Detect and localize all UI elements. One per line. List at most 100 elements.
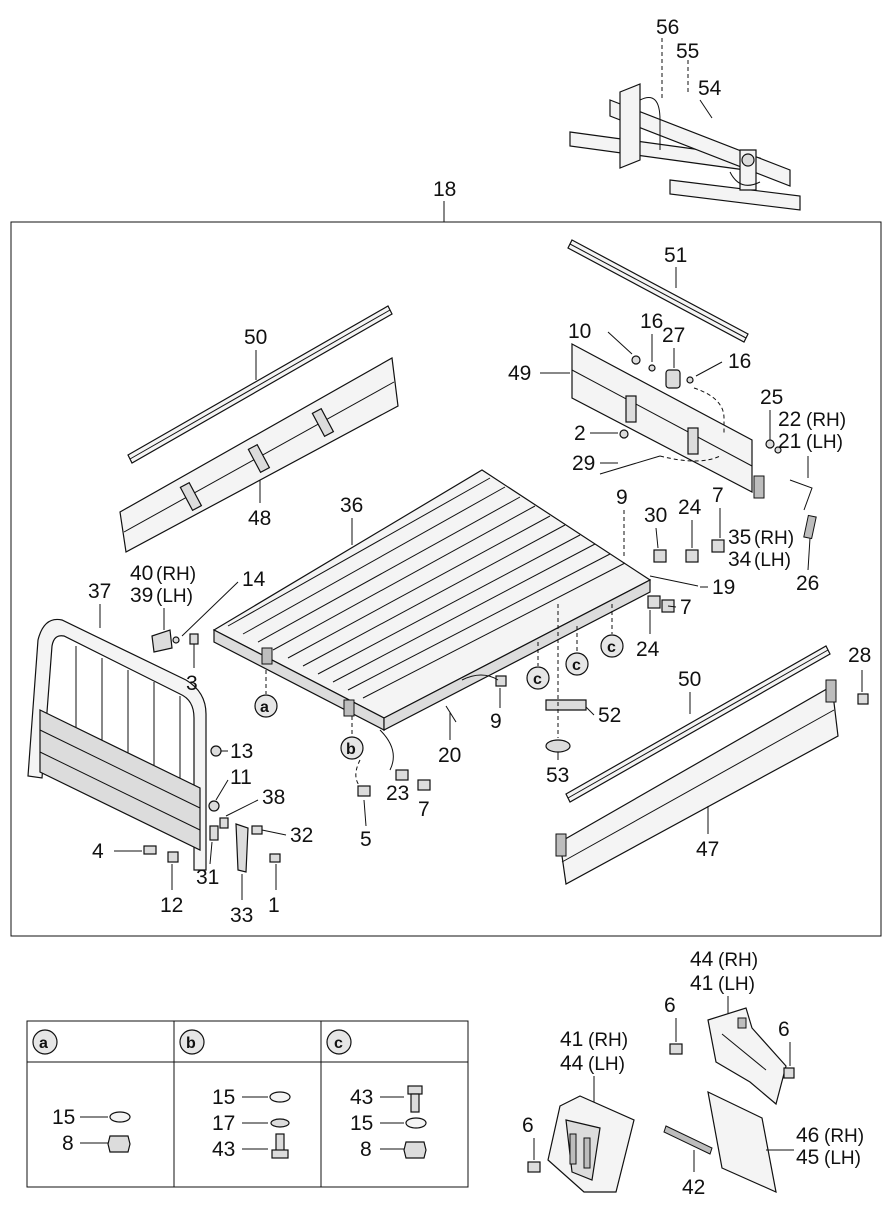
tail-gate-panel xyxy=(571,343,765,499)
callout-1: 1 xyxy=(268,894,280,917)
callout-22: 22 xyxy=(778,408,801,431)
callout-40-side: (RH) xyxy=(156,564,196,585)
detail-legend-table xyxy=(26,1020,469,1188)
callout-45-side: (LH) xyxy=(824,1148,861,1169)
callout-31: 31 xyxy=(196,866,219,889)
callout-50-right: 50 xyxy=(678,668,701,691)
callout-35-side: (RH) xyxy=(754,528,794,549)
legend-marker-a xyxy=(32,1029,58,1055)
legend-c-item-15: 15 xyxy=(350,1112,373,1135)
legend-a-item-15: 15 xyxy=(52,1106,75,1129)
callout-6-top-right: 6 xyxy=(778,1018,790,1041)
detail-marker-c-2-label: c xyxy=(572,657,581,674)
callout-48: 48 xyxy=(248,507,271,530)
legend-b-item-17: 17 xyxy=(212,1112,235,1135)
callout-53: 53 xyxy=(546,764,569,787)
callout-14: 14 xyxy=(242,568,266,591)
bolt-icon xyxy=(271,1133,289,1159)
legend-b-item-43: 43 xyxy=(212,1138,235,1161)
callout-9-a: 9 xyxy=(616,486,628,509)
legend-marker-b-label: b xyxy=(186,1035,196,1052)
detail-marker-a xyxy=(254,694,278,718)
mud-flap-rubber xyxy=(707,1090,777,1194)
callout-41-top-side: (LH) xyxy=(718,974,755,995)
callout-16-a: 16 xyxy=(640,310,663,333)
callout-42: 42 xyxy=(682,1176,705,1199)
callout-3: 3 xyxy=(186,672,198,695)
washer-icon xyxy=(269,1091,291,1103)
callout-46: 46 xyxy=(796,1124,819,1147)
callout-6-top-left: 6 xyxy=(664,994,676,1017)
detail-marker-c-3-label: c xyxy=(607,639,616,656)
bolt-icon xyxy=(407,1085,423,1113)
callout-24-b: 24 xyxy=(636,638,660,661)
callout-47: 47 xyxy=(696,838,719,861)
callout-44-bottom: 44 xyxy=(560,1052,584,1075)
mounting-bracket-assembly xyxy=(569,38,801,211)
callout-52: 52 xyxy=(598,704,621,727)
washer-icon xyxy=(405,1117,427,1129)
callout-30: 30 xyxy=(644,504,667,527)
side-rail-left xyxy=(127,305,393,464)
callout-7-b: 7 xyxy=(680,596,692,619)
callout-56: 56 xyxy=(656,16,679,39)
deck-hardware-right xyxy=(461,510,725,753)
legend-b-item-15: 15 xyxy=(212,1086,235,1109)
callout-32: 32 xyxy=(290,824,313,847)
callout-4: 4 xyxy=(92,840,104,863)
legend-marker-b xyxy=(179,1029,205,1055)
callout-44-top: 44 xyxy=(690,948,714,971)
nut-icon xyxy=(107,1135,131,1153)
callout-24-a: 24 xyxy=(678,496,702,519)
callout-33: 33 xyxy=(230,904,253,927)
gate-hardware xyxy=(599,355,817,540)
callout-34: 34 xyxy=(728,548,752,571)
detail-marker-c-1 xyxy=(526,666,550,690)
callout-35: 35 xyxy=(728,526,751,549)
header-bracket-hardware xyxy=(151,629,199,653)
legend-marker-c-label: c xyxy=(334,1035,343,1052)
deck-hardware-under xyxy=(355,705,457,797)
callout-11: 11 xyxy=(230,766,252,789)
detail-marker-a-label: a xyxy=(260,699,269,716)
legend-c-item-43: 43 xyxy=(350,1086,373,1109)
callout-44-bottom-side: (LH) xyxy=(588,1054,625,1075)
callout-22-side: (RH) xyxy=(806,410,846,431)
callout-39: 39 xyxy=(130,584,153,607)
header-lower-hardware xyxy=(143,745,281,873)
callout-41-bottom-side: (RH) xyxy=(588,1030,628,1051)
detail-marker-c-3 xyxy=(600,634,624,658)
callout-10: 10 xyxy=(568,320,591,343)
callout-51: 51 xyxy=(664,244,687,267)
cargo-deck xyxy=(212,469,652,731)
callout-40: 40 xyxy=(130,562,153,585)
legend-c-item-8: 8 xyxy=(360,1138,372,1161)
rear-rail xyxy=(567,239,749,343)
assembly-frame xyxy=(10,221,882,937)
callout-12: 12 xyxy=(160,894,183,917)
callout-41-top: 41 xyxy=(690,972,713,995)
spring-washer-icon xyxy=(270,1118,290,1128)
callout-46-side: (RH) xyxy=(824,1126,864,1147)
side-rail-right xyxy=(565,645,831,803)
detail-marker-b-label: b xyxy=(346,741,356,758)
callout-26: 26 xyxy=(796,572,819,595)
callout-23: 23 xyxy=(386,782,409,805)
callout-7-a: 7 xyxy=(712,484,724,507)
callout-50-left: 50 xyxy=(244,326,267,349)
front-header-guard xyxy=(27,618,207,871)
callout-36: 36 xyxy=(340,494,363,517)
side-panel-left xyxy=(119,357,399,553)
callout-55: 55 xyxy=(676,40,699,63)
legend-a-item-8: 8 xyxy=(62,1132,74,1155)
callout-34-side: (LH) xyxy=(754,550,791,571)
callout-27: 27 xyxy=(662,324,685,347)
detail-marker-c-2 xyxy=(565,652,589,676)
detail-marker-b xyxy=(340,736,364,760)
mud-flap-strip xyxy=(663,1125,713,1155)
callout-41-bottom: 41 xyxy=(560,1028,583,1051)
callout-21-side: (LH) xyxy=(806,432,843,453)
callout-2: 2 xyxy=(574,422,586,445)
callout-9-b: 9 xyxy=(490,710,502,733)
